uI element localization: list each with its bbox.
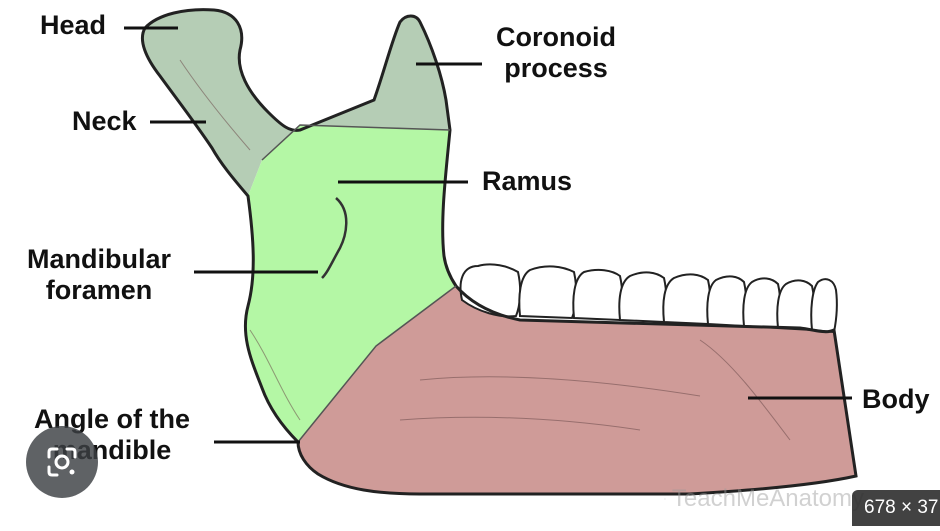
body-region xyxy=(298,286,856,494)
image-size-badge: 678 × 37 xyxy=(852,490,940,526)
label-head: Head xyxy=(40,10,107,40)
label-mandibular-line1: Mandibular xyxy=(26,244,171,274)
label-mandibular-line2: foramen xyxy=(45,275,153,305)
google-lens-button[interactable] xyxy=(26,426,98,498)
condyle-coronoid-region xyxy=(142,9,451,196)
label-coronoid-line1: Coronoid xyxy=(496,22,616,52)
mandibular-foramen-groove xyxy=(321,197,348,279)
label-mandibular-foramen: Mandibular foramen xyxy=(10,244,188,306)
copyright-icon xyxy=(664,498,666,500)
teeth-row xyxy=(459,263,838,334)
google-lens-icon xyxy=(47,447,77,477)
label-ramus: Ramus xyxy=(482,166,573,196)
leader-lines xyxy=(124,26,852,444)
bone-shading xyxy=(179,59,791,441)
region-boundaries xyxy=(261,124,457,443)
label-coronoid-line2: process xyxy=(504,53,608,83)
mandible-outline xyxy=(140,8,858,496)
ramus-region xyxy=(245,125,456,442)
label-body: Body xyxy=(862,384,930,414)
watermark: TeachMeAnatomy xyxy=(664,476,864,522)
watermark-text: TeachMeAnatomy xyxy=(671,485,864,512)
label-neck: Neck xyxy=(72,106,137,136)
label-coronoid-process: Coronoid process xyxy=(486,22,626,84)
